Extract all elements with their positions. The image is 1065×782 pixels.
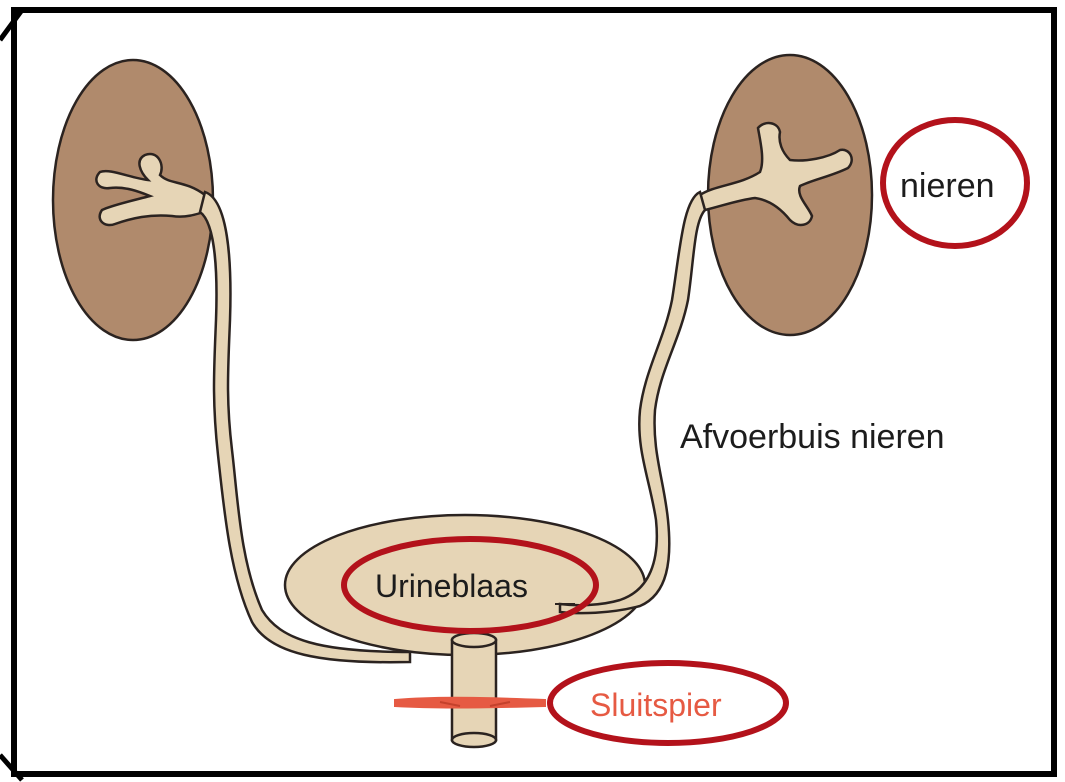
ureter-label: Afvoerbuis nieren (680, 418, 945, 456)
urethra (452, 633, 496, 747)
kidney-label: nieren (900, 167, 995, 205)
sphincter-band (395, 698, 545, 708)
sphincter-label: Sluitspier (590, 687, 722, 723)
bladder-label: Urineblaas (375, 568, 528, 604)
